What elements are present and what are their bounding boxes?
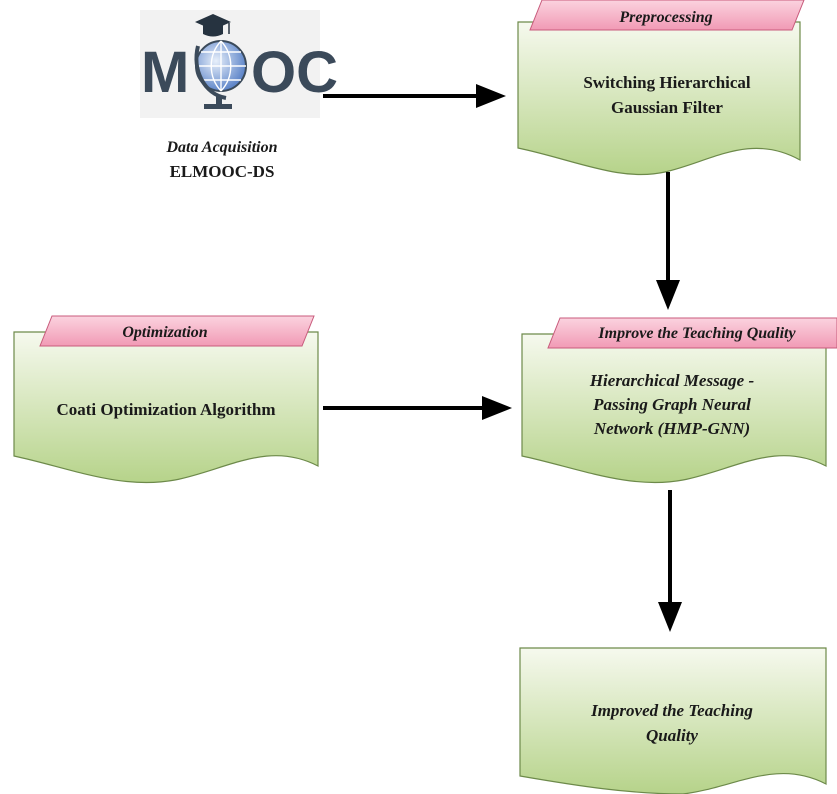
teaching-quality-body-line-3: Network (HMP-GNN) xyxy=(593,419,750,438)
preprocessing-body-line-1: Switching Hierarchical xyxy=(583,73,751,92)
result-body-line-1: Improved the Teaching xyxy=(590,701,753,720)
preprocessing-box xyxy=(517,21,801,176)
preprocessing-tag-label: Preprocessing xyxy=(618,9,712,26)
arrow-preprocessing-to-teaching xyxy=(656,172,680,310)
preprocessing-body-line-2: Gaussian Filter xyxy=(611,98,723,117)
globe-icon xyxy=(194,40,247,109)
teaching-quality-box xyxy=(521,333,827,484)
teaching-quality-tag-label: Improve the Teaching Quality xyxy=(597,325,796,342)
arrow-optimization-to-teaching xyxy=(323,396,512,420)
teaching-quality-node: Improve the Teaching Quality Hierarchica… xyxy=(521,317,837,484)
optimization-node: Optimization Coati Optimization Algorith… xyxy=(13,315,319,484)
optimization-body: Coati Optimization Algorithm xyxy=(56,400,275,419)
arrows xyxy=(323,84,682,632)
source-caption-dataset: ELMOOC-DS xyxy=(170,162,275,181)
mooc-logo: M OC xyxy=(140,10,338,118)
source-caption-title: Data Acquisition xyxy=(166,139,278,156)
optimization-tag xyxy=(39,315,315,347)
teaching-quality-body-line-2: Passing Graph Neural xyxy=(592,395,751,414)
preprocessing-tag xyxy=(529,0,805,31)
optimization-tag-label: Optimization xyxy=(122,324,207,341)
optimization-box xyxy=(13,331,319,484)
result-body-line-2: Quality xyxy=(646,726,698,745)
result-node: Improved the Teaching Quality xyxy=(519,647,827,794)
result-box xyxy=(519,647,827,794)
arrow-teaching-to-result xyxy=(658,490,682,632)
preprocessing-node: Preprocessing Switching Hierarchical Gau… xyxy=(517,0,805,176)
graduation-cap-icon xyxy=(195,14,231,37)
logo-letter-m: M xyxy=(141,40,189,105)
teaching-quality-body-line-1: Hierarchical Message - xyxy=(589,371,755,390)
teaching-quality-tag xyxy=(547,317,837,349)
arrow-source-to-preprocessing xyxy=(323,84,506,108)
